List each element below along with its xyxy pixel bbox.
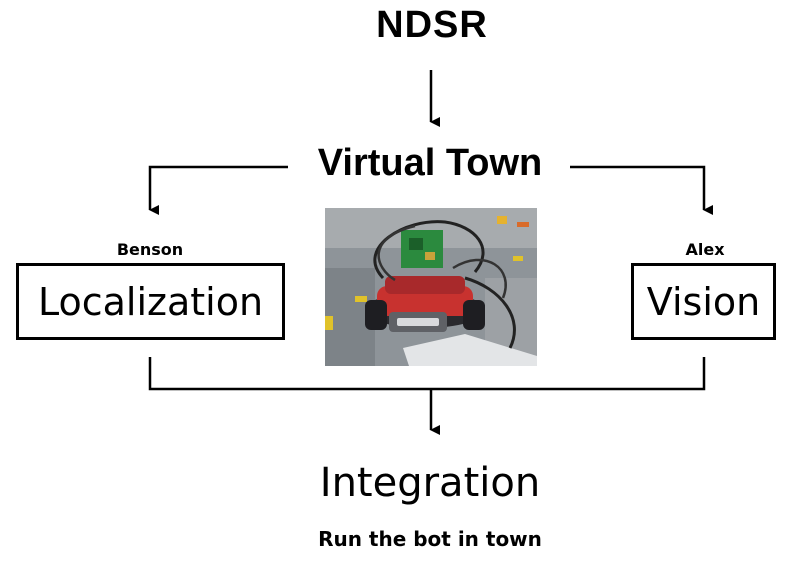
vision-owner: Alex (685, 240, 725, 259)
vision-label: Vision (646, 279, 761, 324)
localization-owner: Benson (116, 240, 184, 259)
vision-box: Vision (631, 263, 776, 340)
virtual-town-label: Virtual Town (317, 142, 543, 184)
localization-label: Localization (37, 279, 264, 324)
arrow-town-to-vision (570, 165, 713, 215)
integration-subtitle: Run the bot in town (318, 527, 542, 551)
integration-label: Integration (319, 460, 541, 506)
robot-photo (325, 208, 537, 366)
diagram-title: NDSR (376, 4, 488, 46)
merge-bracket (148, 357, 706, 391)
arrow-town-to-localization (148, 165, 288, 215)
localization-box: Localization (16, 263, 285, 340)
